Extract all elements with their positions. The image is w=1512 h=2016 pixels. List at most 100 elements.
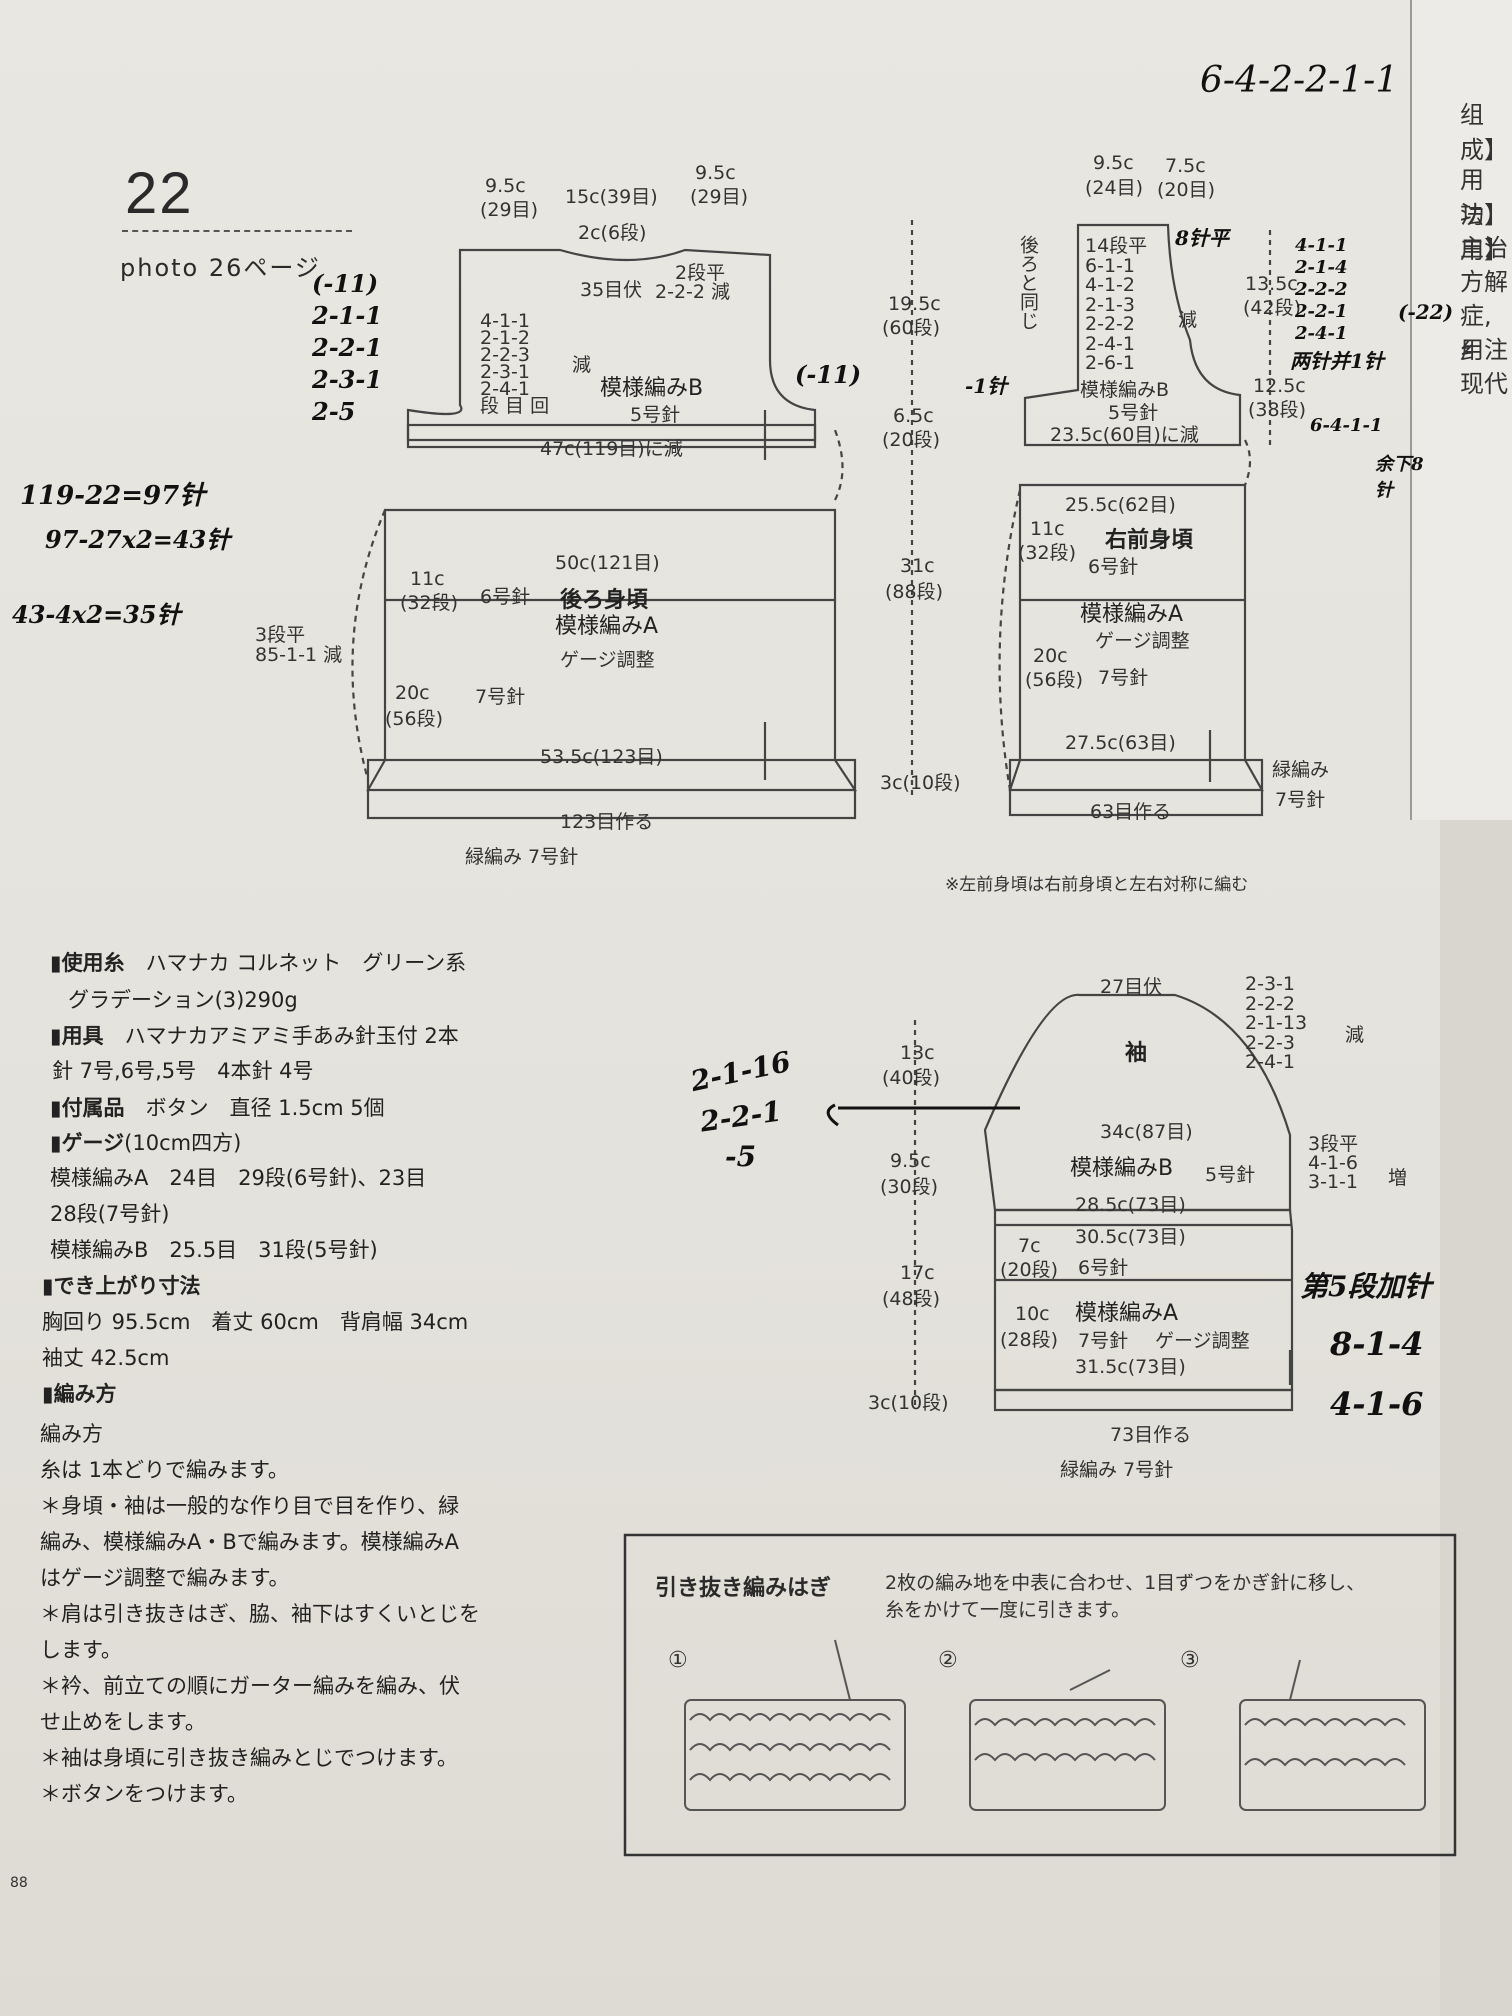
front-yoke-h-rows: (32段) [1018,542,1077,564]
sleeve-pattern-a: 模様編みA [1075,1301,1179,1326]
back-armhole-dec-label: 減 [572,354,592,376]
materials-tools-2: 針 7号,6号,5号 4本針 4号 [52,1059,314,1083]
sleeve-cap-h-rows: (40段) [882,1067,941,1089]
sleeve-width-4: 31.5c(73目) [1075,1356,1186,1378]
sleeve-upper-h: 9.5c [890,1150,931,1172]
sleeve-cap-dec-label: 減 [1345,1024,1365,1046]
back-needle-5: 5号針 [630,404,681,426]
method-6: します。 [40,1638,122,1662]
hand-front-merge: 两针并1针 [1290,349,1384,373]
front-border-needle: 7号針 [1275,789,1326,811]
side-text: 现代 [1460,370,1508,398]
hand-inc-title: 第5段加针 [1300,1270,1432,1303]
front-needle-7: 7号針 [1098,667,1149,689]
back-yoke-h: 11c [410,568,445,590]
front-cast-on: 63目作る [1090,801,1172,823]
front-same-back: 後ろと同じ [1017,235,1039,330]
back-top-mid: 15c(39目) [565,186,658,208]
front-gauge-adj: ゲージ調整 [1095,630,1190,652]
hand-top-right: 6-4-2-2-1-1 [1200,60,1399,101]
height-3: 31c [900,555,935,577]
materials-yarn: ▮使用糸 ハマナカ コルネット グリーン系 [50,951,467,975]
technique-title: 引き抜き編みはぎ [655,1576,832,1601]
front-needle-6: 6号針 [1088,556,1139,578]
hand-calc-2: 97-27x2=43针 [45,525,231,554]
front-top-left: 9.5c [1093,152,1134,174]
back-yoke-band [406,423,817,449]
height-2: 6.5c [893,405,934,427]
front-upper-width: 25.5c(62目) [1065,494,1176,516]
side-text: 症,纟 [1460,302,1492,365]
sleeve-sub-h-rows: (28段) [1000,1329,1059,1351]
back-top-right-st: (29目) [690,186,749,208]
front-needle-5: 5号針 [1108,402,1159,424]
technique-desc-2: 糸をかけて一度に引きます。 [885,1599,1131,1621]
back-neck-dec: 2段平 [675,262,726,284]
front-pattern-a: 模様編みA [1080,602,1184,627]
hand-calc-3: 43-4x2=35针 [12,600,181,629]
front-top-left-st: (24目) [1085,177,1144,199]
front-lower-h-rows: (56段) [1025,669,1084,691]
back-cast-on: 123目作る [560,811,654,833]
front-shoulder-h: 12.5c [1253,375,1306,397]
sleeve-lower [993,1208,1294,1392]
materials-yarn-2: グラデーション(3)290g [68,988,298,1012]
materials-gauge-3: 模様編みB 25.5目 31段(5号針) [50,1238,378,1262]
front-top-right-st: (20目) [1157,179,1216,201]
sleeve-lower-h: 17c [900,1262,935,1284]
method-1: 糸は 1本どりで編みます。 [40,1458,289,1482]
hand-sleeve-3: -5 [725,1140,757,1173]
technique-step-3: ③ [1180,1648,1200,1673]
back-needle-7: 7号針 [475,686,526,708]
front-neck-h: 13.5c [1245,273,1298,295]
sleeve-cast-on: 73目作る [1110,1424,1192,1446]
side-text: 功用】 [1460,201,1508,264]
front-lower-h: 20c [1033,645,1068,667]
technique-step-2: ② [938,1648,958,1673]
hand-calc-1: 119-22=97针 [20,481,206,511]
back-lower-h-rows: (56段) [385,708,444,730]
photo-reference: photo 26ページ [120,254,321,282]
materials-parts: ▮付属品 ボタン 直径 1.5cm 5個 [50,1096,385,1120]
sleeve-mid-h: 7c [1018,1235,1041,1257]
back-title: 後ろ身頃 [560,588,649,613]
hand-back-right: (-11) [795,360,862,389]
hand-front-1: 8针平 [1175,226,1229,250]
sleeve-outline [983,993,1292,1212]
sleeve-gauge-adj: ゲージ調整 [1155,1330,1250,1352]
side-text: 用法】 [1460,166,1508,229]
adjacent-page-edge: 组成】 用法】 功用】 主治 方解 症,纟 用注 现代 [1410,0,1512,820]
back-neck-depth: 2c(6段) [578,222,647,244]
back-needle-6: 6号針 [480,586,531,608]
method-2: ＊身頃・袖は一般的な作り目で目を作り、緑 [40,1494,460,1518]
sleeve-pattern-b: 模様編みB [1070,1156,1174,1181]
method-5: ＊肩は引き抜きはぎ、脇、袖下はすくいとじを [40,1602,480,1626]
front-note: ※左前身頃は右前身頃と左右対称に編む [945,875,1249,895]
method-sub: 編み方 [40,1422,103,1446]
sleeve-needle-7: 7号針 [1078,1330,1129,1352]
sleeve-needle-5: 5号針 [1205,1164,1256,1186]
method-4: はゲージ調整で編みます。 [40,1566,290,1590]
back-outline [406,248,817,442]
back-pattern-b: 模様編みB [600,376,704,401]
height-4: 3c(10段) [880,772,961,794]
materials-gauge-1: 模様編みA 24目 29段(6号針)、23目 [50,1166,427,1190]
sleeve-upper-h-rows: (30段) [880,1176,939,1198]
back-top-right: 9.5c [695,162,736,184]
hand-front-shoulder: 6-4-1-1 [1310,415,1383,436]
materials-gauge-2: 28段(7号針) [50,1202,170,1226]
sleeve-sub-h: 10c [1015,1303,1050,1325]
sleeve-width-3: 30.5c(73目) [1075,1226,1186,1248]
sleeve-width-1: 34c(87目) [1100,1121,1193,1143]
back-side-dec: 3段平 [255,624,306,646]
front-neck-h-rows: (42段) [1243,297,1302,319]
back-lower-h: 20c [395,682,430,704]
hand-inc-1: 8-1-4 [1330,1325,1424,1363]
back-neck-bindoff: 35目伏 [580,279,643,301]
back-border: 緑編み 7号針 [465,846,579,868]
back-top-left-st: (29目) [480,199,539,221]
